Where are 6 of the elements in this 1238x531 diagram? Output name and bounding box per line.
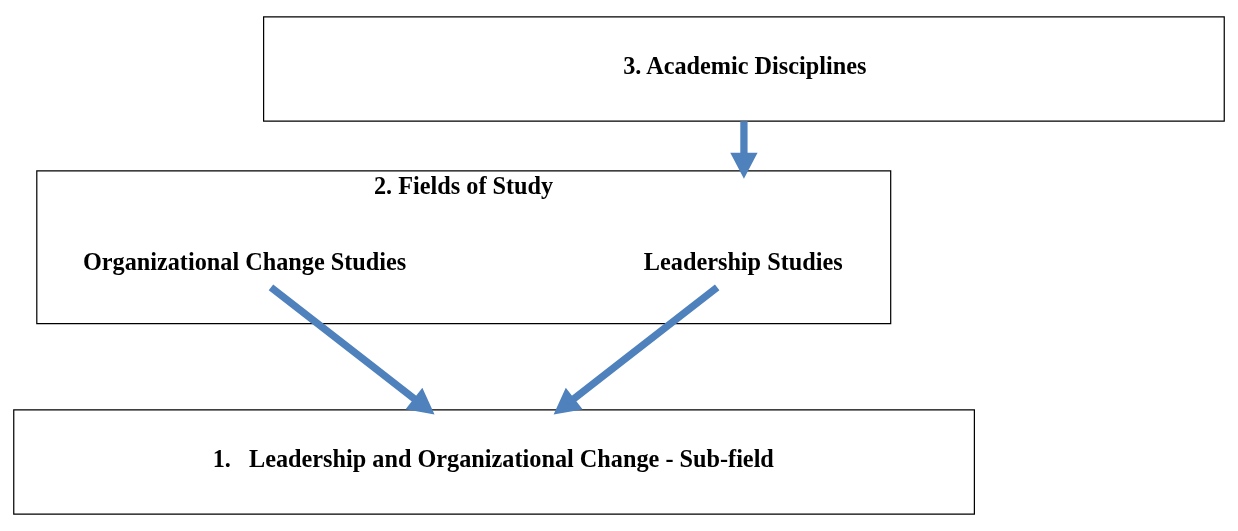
arrow [553, 284, 720, 415]
node-text: Organizational Change Studies [82, 248, 407, 276]
node-box: 3. Academic Disciplines [263, 16, 1225, 122]
node-text: Leadership Studies [643, 248, 843, 276]
arrow [268, 284, 435, 415]
node-box: 1. Leadership and Organizational Change - Sub-field [13, 409, 975, 515]
